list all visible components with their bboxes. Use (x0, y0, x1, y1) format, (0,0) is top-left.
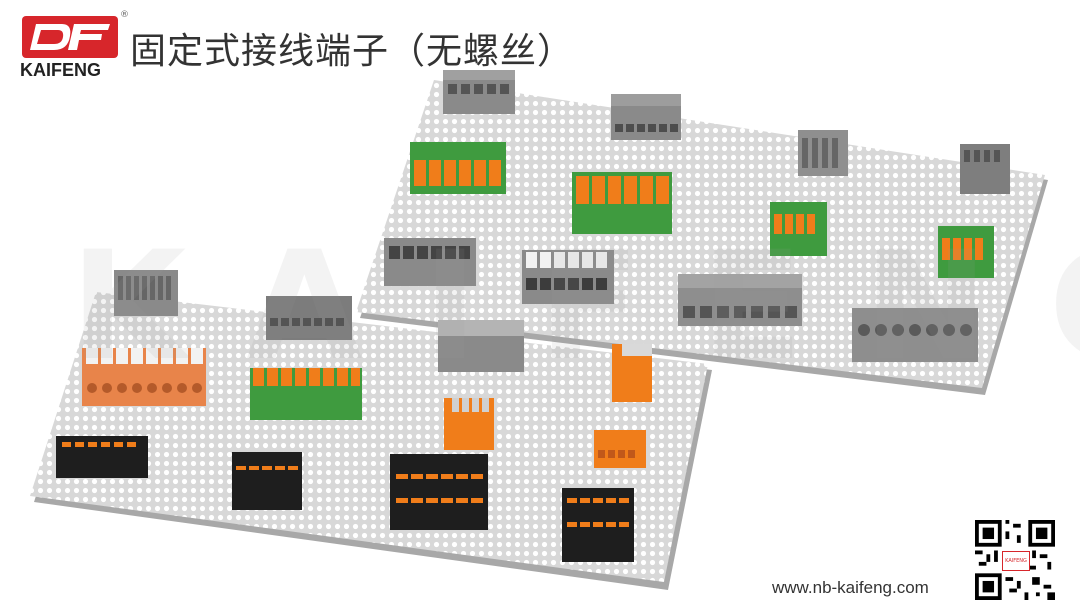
page-title: 固定式接线端子（无螺丝） (130, 31, 575, 72)
terminal-orange-small-1 (612, 344, 652, 402)
terminal-orange-gray-4pin (444, 398, 494, 450)
terminal-green-small-1 (770, 202, 827, 256)
terminal-black-double-row (390, 454, 488, 530)
terminal-green-orange-6pin-b (572, 172, 672, 234)
brand-name: KAIFENG (20, 60, 101, 80)
terminal-gray-5pin (443, 70, 515, 114)
registered-mark: ® (120, 10, 129, 20)
terminal-gray-8pin-flat (266, 296, 352, 340)
df-logo-badge (22, 16, 118, 58)
terminal-black-double-row-small (562, 488, 634, 562)
terminal-gray-8pin-small (114, 270, 178, 316)
terminal-gray-6pin-square (384, 238, 476, 286)
brand-logo: ® KAIFENG (18, 10, 129, 84)
terminal-black-6pin-small (56, 436, 148, 478)
terminal-green-small-2 (938, 226, 994, 278)
terminal-orange-white-8pin (82, 348, 206, 406)
terminal-green-orange-8pin (250, 368, 362, 420)
terminal-gray-block (438, 320, 524, 372)
terminal-orange-small-2 (594, 430, 646, 468)
terminal-gray-small-1 (798, 130, 848, 176)
terminal-gray-long-7pin (678, 274, 802, 326)
terminal-green-orange-6pin-a (410, 142, 506, 194)
terminal-gray-6pin-top (611, 94, 681, 140)
terminal-gray-small-2 (960, 144, 1010, 194)
terminal-gray-round-7pin (852, 308, 978, 362)
terminal-black-5pin (232, 452, 302, 510)
website-url[interactable]: www.nb-kaifeng.com (772, 578, 929, 597)
terminal-gray-white-6pin (522, 250, 614, 304)
df-logo-icon (30, 24, 110, 50)
qr-logo: KAIFENG (1002, 551, 1030, 571)
